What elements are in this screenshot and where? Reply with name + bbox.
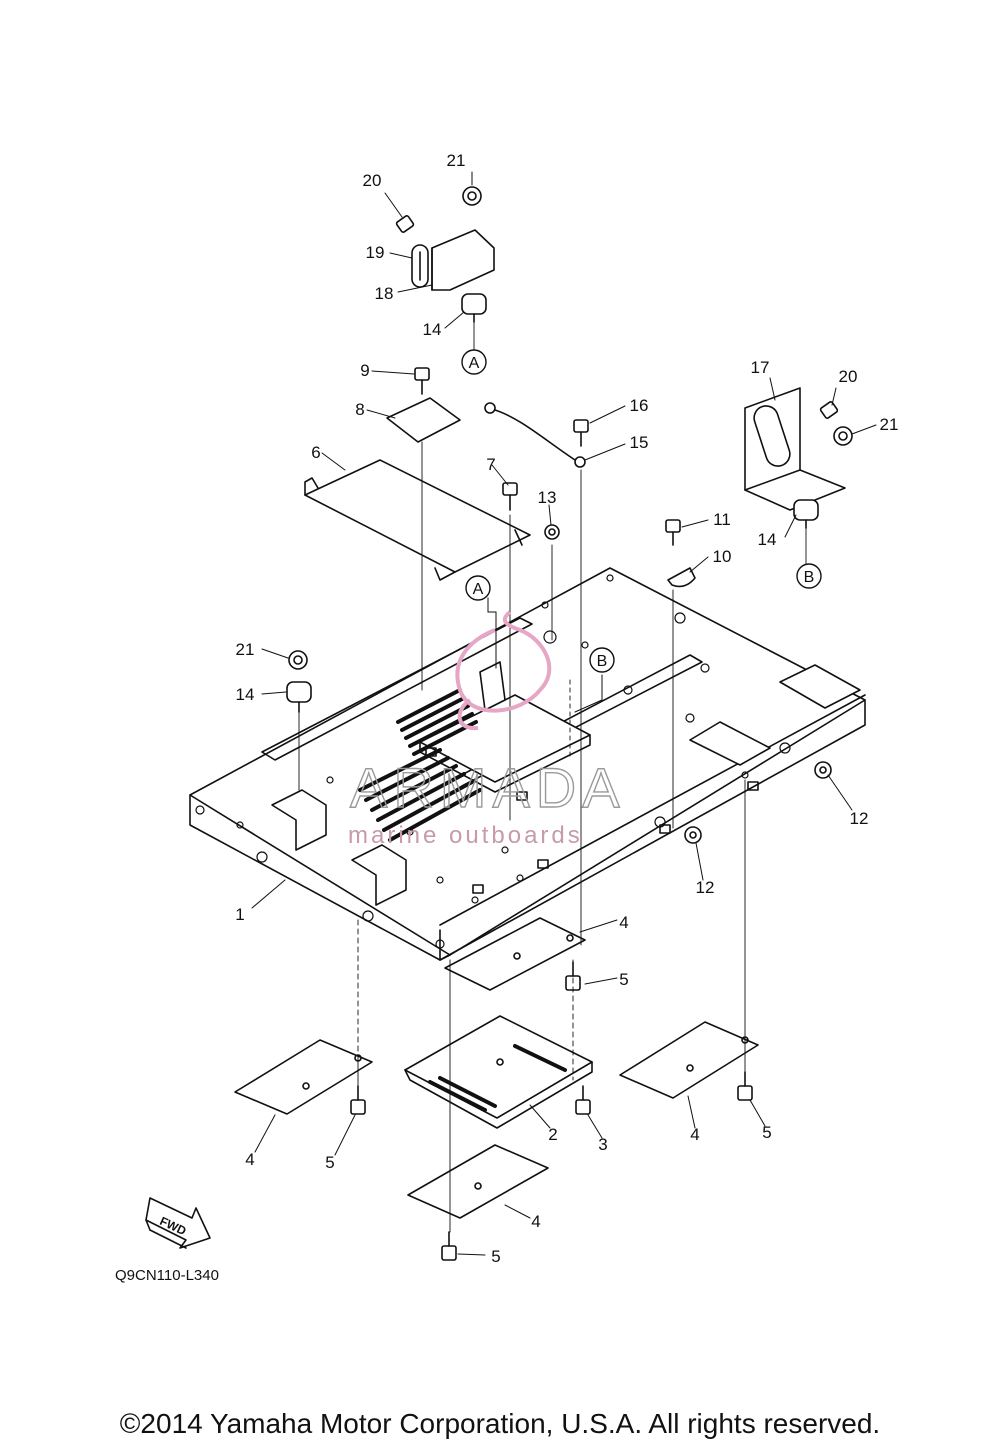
callout-20-right: 20 xyxy=(839,367,858,386)
callout-20-top: 20 xyxy=(363,171,382,190)
ref-letter-a-base: A xyxy=(473,581,484,598)
ref-letter-a-top: A xyxy=(469,355,480,372)
callout-8: 8 xyxy=(355,400,364,419)
callout-3: 3 xyxy=(598,1135,607,1154)
callout-21-top: 21 xyxy=(447,151,466,170)
cover-plate xyxy=(304,459,531,581)
ref-letter-b-base: B xyxy=(597,653,608,670)
callout-21-left: 21 xyxy=(236,640,255,659)
small-plate xyxy=(386,397,461,443)
rubber-mounts xyxy=(286,293,819,713)
callout-7: 7 xyxy=(486,455,495,474)
bolts xyxy=(350,215,839,1261)
callout-2: 2 xyxy=(548,1125,557,1144)
ref-letter-b-right: B xyxy=(804,569,815,586)
bracket-plate-bottom xyxy=(407,1144,549,1219)
callout-11: 11 xyxy=(713,510,731,529)
callout-13: 13 xyxy=(538,488,557,507)
right-bracket xyxy=(744,387,846,511)
callout-4-left: 4 xyxy=(245,1150,254,1169)
callout-17: 17 xyxy=(751,358,770,377)
fwd-arrow-icon xyxy=(145,1197,211,1249)
callout-18: 18 xyxy=(375,284,394,303)
callout-5-bottom: 5 xyxy=(491,1247,500,1266)
leader-lines xyxy=(251,171,877,1256)
callout-5-right: 5 xyxy=(762,1123,771,1142)
callout-4-upper: 4 xyxy=(619,913,628,932)
bracket-plate-upper xyxy=(444,917,586,991)
watermark-logo-icon xyxy=(455,610,552,713)
watermark: ARMADA marine outboards xyxy=(348,610,626,849)
callout-12-center: 12 xyxy=(696,878,715,897)
watermark-sub-text: marine outboards xyxy=(348,822,583,849)
callout-5-left: 5 xyxy=(325,1153,334,1172)
callout-14-left: 14 xyxy=(236,685,255,704)
ground-cable xyxy=(484,402,586,468)
vent-slots-center xyxy=(358,748,482,842)
callout-6: 6 xyxy=(311,443,320,462)
callout-14-top: 14 xyxy=(423,320,442,339)
callout-19: 19 xyxy=(366,243,385,262)
diagram-code: Q9CN110-L340 xyxy=(115,1267,219,1284)
callout-1: 1 xyxy=(235,905,244,924)
callout-21-right: 21 xyxy=(880,415,899,434)
callout-10: 10 xyxy=(713,547,732,566)
assembly-lines xyxy=(298,321,807,1233)
callout-12-right: 12 xyxy=(850,809,869,828)
nuts xyxy=(288,186,853,844)
bracket-plate-right xyxy=(619,1021,759,1099)
base-plate xyxy=(189,567,866,961)
callout-4-right: 4 xyxy=(690,1125,699,1144)
mounting-holes xyxy=(195,574,791,949)
callout-14-right: 14 xyxy=(758,530,777,549)
vent-slots-left xyxy=(396,688,478,756)
copyright-notice: ©2014 Yamaha Motor Corporation, U.S.A. A… xyxy=(119,1408,881,1439)
watermark-main-text: ARMADA xyxy=(350,756,626,819)
callout-numbers: 1 2 3 4 4 4 4 5 5 5 5 6 7 8 9 10 11 12 1… xyxy=(235,151,898,1266)
callout-5-upper: 5 xyxy=(619,970,628,989)
callout-4-bottom: 4 xyxy=(531,1212,540,1231)
ref-markers xyxy=(461,349,822,673)
callout-15: 15 xyxy=(630,433,649,452)
callout-9: 9 xyxy=(360,361,369,380)
clip xyxy=(667,567,696,588)
upper-bracket xyxy=(411,229,495,291)
callout-16: 16 xyxy=(630,396,649,415)
lower-plate-part-2 xyxy=(404,1015,593,1129)
